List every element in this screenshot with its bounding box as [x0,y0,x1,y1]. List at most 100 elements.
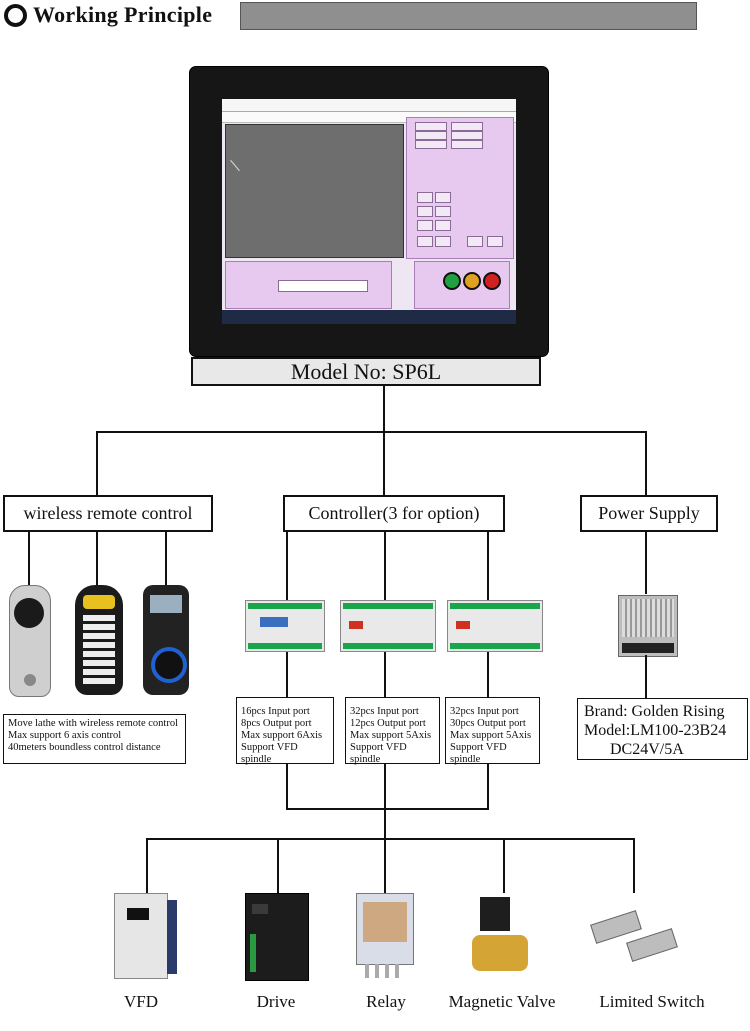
switch-sensor [590,910,642,944]
section-title-text: Working Principle [33,2,213,27]
connector-line [96,530,98,588]
magnetic-valve-image [470,893,534,979]
connector-line [384,764,386,809]
connector-line [146,838,635,840]
software-toolbar [222,112,516,123]
connector-line [487,652,489,697]
keypad-keys [83,615,115,685]
title-decor-bar [240,2,697,30]
handwheel-dial-icon [14,598,44,628]
remote-keypad-image [75,585,123,695]
relay-coil [363,902,407,942]
desc-line: 40meters boundless control distance [8,742,161,753]
jog-button [435,220,451,231]
connector-line [28,530,30,588]
status-panel [225,261,392,309]
spec-line: Support VFD spindle [241,742,298,765]
run-control-panel [414,261,510,309]
board-logo [456,621,470,629]
board-logo [349,621,363,629]
connector-line [645,530,647,594]
spec-line: 12pcs Output port [350,718,426,729]
jog-button [417,236,433,247]
connector-line [487,530,489,600]
terminal-block [622,643,674,653]
connector-line [487,764,489,809]
category-wireless: wireless remote control [3,495,213,532]
valve-body [472,935,528,971]
connector-line [96,431,98,495]
toolpath-viewport [225,124,404,258]
controller-board-2-image [340,600,436,652]
connector-line [384,838,386,893]
remote-handwheel-image [9,585,51,697]
output-label-vfd: VFD [123,992,158,1011]
connector-line [645,431,647,495]
pause-icon [463,272,481,290]
jog-button [435,206,451,217]
remote-lcd [150,595,182,613]
spec-line: Max support 5Axis [450,730,532,741]
knob-icon [24,674,36,686]
controller-3-specs: 32pcs Input port 30pcs Output port Max s… [445,697,540,765]
model-label: Model No: SP6L [191,357,541,386]
connector-line [96,431,646,433]
power-model: Model:LM100-23B24 [584,722,727,739]
spec-line: 32pcs Input port [350,706,419,717]
connector-line [384,652,386,697]
stop-icon [483,272,501,290]
start-icon [443,272,461,290]
monitor-screen [222,99,516,324]
connector-line [645,655,647,698]
connector-line [384,808,386,840]
vfd-side [167,900,177,974]
connector-line [383,431,385,495]
spec-line: 30pcs Output port [450,718,526,729]
output-label-valve: Magnetic Valve [448,992,556,1011]
switch-sensor [626,928,678,962]
axis-control-panel [406,117,514,259]
jog-button [487,236,503,247]
connector-line [286,808,489,810]
drive-image [245,893,309,981]
relay-image [356,893,414,978]
mach-y [451,131,483,140]
vent-grille [622,599,674,637]
keypad-top-keys [83,595,115,609]
spec-line: Max support 6Axis [241,730,323,741]
terminal-strip [248,643,322,649]
terminal-strip [343,603,433,609]
power-brand: Brand: Golden Rising [584,703,725,720]
category-power: Power Supply [580,495,718,532]
toolpath-line [230,159,240,172]
output-label-relay: Relay [366,992,406,1011]
spec-line: 16pcs Input port [241,706,310,717]
relay-pins [365,964,405,978]
coord-z [415,140,447,149]
terminal-strip [450,603,540,609]
vfd-display [127,908,149,920]
power-specs: Brand: Golden Rising Model:LM100-23B24 D… [577,698,748,760]
spec-line: Support VFD spindle [350,742,407,765]
power-spec: DC24V/5A [610,741,684,758]
mach-x [451,122,483,131]
jog-button [417,220,433,231]
connector-line [146,838,148,893]
jog-button [435,192,451,203]
output-label-switch: Limited Switch [599,992,705,1011]
jog-button [417,192,433,203]
terminal-strip [343,643,433,649]
section-title: Working Principle [4,0,212,30]
connector-line [383,386,385,432]
coord-y [415,131,447,140]
windows-taskbar [222,310,516,324]
status-field [278,280,368,292]
spec-line: Max support 5Axis [350,730,432,741]
valve-coil [480,897,510,931]
connector-line [633,838,635,893]
wireless-description: Move lathe with wireless remote control … [3,714,186,764]
power-supply-image [618,595,678,657]
controller-board-1-image [245,600,325,652]
drive-connector [250,934,256,972]
desc-line: Move lathe with wireless remote control [8,718,178,729]
